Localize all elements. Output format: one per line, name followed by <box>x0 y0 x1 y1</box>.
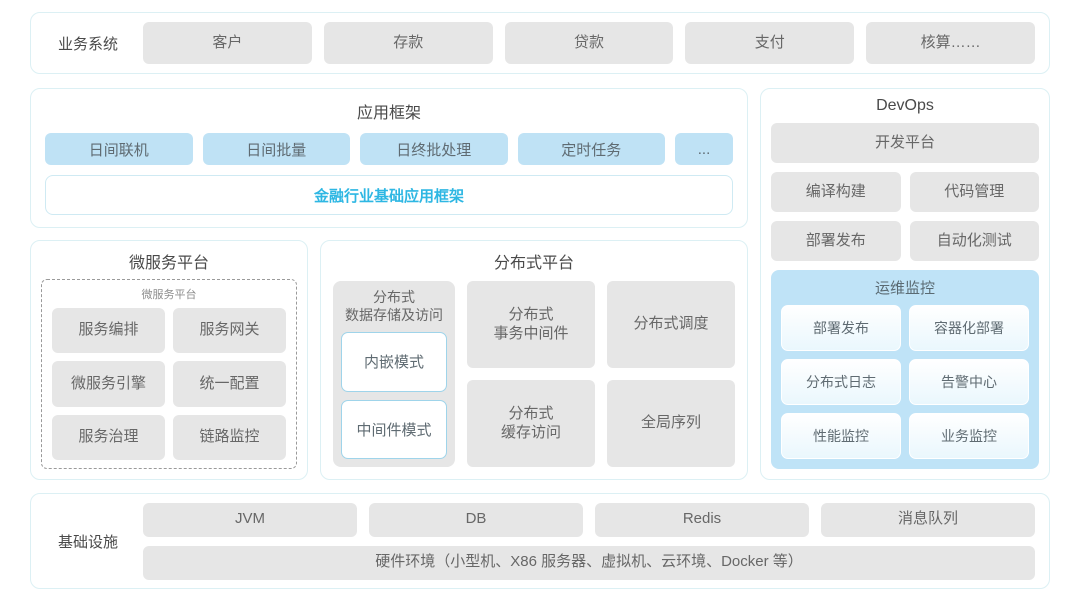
distributed-cell-global-sequence[interactable]: 全局序列 <box>607 380 735 467</box>
ops-item-deploy-release[interactable]: 部署发布 <box>781 305 901 351</box>
distributed-data-storage-header: 分布式 数据存储及访问 <box>341 289 447 324</box>
microservice-item-unified-config[interactable]: 统一配置 <box>173 361 286 407</box>
infrastructure-item-db[interactable]: DB <box>369 502 583 537</box>
ops-item-distributed-log[interactable]: 分布式日志 <box>781 359 901 405</box>
application-framework-title: 应用框架 <box>356 105 421 122</box>
infrastructure-stack: JVM DB Redis 消息队列 硬件环境（小型机、X86 服务器、虚拟机、云… <box>143 502 1035 580</box>
appfw-chip-more[interactable]: ... <box>675 133 733 165</box>
business-system-row: 业务系统 客户 存款 贷款 支付 核算…… <box>30 12 1050 74</box>
infrastructure-item-message-queue[interactable]: 消息队列 <box>821 502 1035 537</box>
microservice-item-governance[interactable]: 服务治理 <box>52 414 165 460</box>
microservice-platform-panel: 微服务平台 微服务平台 服务编排 服务网关 微服务引擎 统一配置 服务治理 链路… <box>30 240 308 480</box>
infrastructure-row: 基础设施 JVM DB Redis 消息队列 硬件环境（小型机、X86 服务器、… <box>30 493 1050 589</box>
distributed-platform-title: 分布式平台 <box>493 255 574 272</box>
devops-item-automated-testing[interactable]: 自动化测试 <box>909 221 1039 261</box>
infrastructure-item-jvm[interactable]: JVM <box>143 502 357 537</box>
infrastructure-items: JVM DB Redis 消息队列 <box>143 502 1035 537</box>
microservice-item-engine[interactable]: 微服务引擎 <box>52 361 165 407</box>
devops-item-compile-build[interactable]: 编译构建 <box>771 172 901 212</box>
ops-monitoring-title: 运维监控 <box>874 280 935 297</box>
devops-column: DevOps 开发平台 编译构建 代码管理 部署发布 自动化测试 运维监控 部署… <box>760 88 1050 480</box>
distributed-cell-transaction-middleware-line1: 分布式 <box>508 305 554 323</box>
business-item-accounting[interactable]: 核算…… <box>866 22 1035 64</box>
ops-monitoring-panel: 运维监控 部署发布 容器化部署 分布式日志 告警中心 性能监控 业务监控 <box>771 270 1039 469</box>
microservice-inner-label: 微服务平台 <box>141 289 197 301</box>
microservice-items-grid: 服务编排 服务网关 微服务引擎 统一配置 服务治理 链路监控 <box>52 308 286 460</box>
distributed-mode-embedded[interactable]: 内嵌模式 <box>341 332 447 392</box>
distributed-storage-modes: 内嵌模式 中间件模式 <box>341 332 447 459</box>
devops-item-deploy-release[interactable]: 部署发布 <box>771 221 901 261</box>
distributed-cell-transaction-middleware-line2: 事务中间件 <box>493 324 569 342</box>
business-item-customer[interactable]: 客户 <box>143 22 312 64</box>
finance-base-framework-band: 金融行业基础应用框架 <box>45 175 733 215</box>
platform-row: 微服务平台 微服务平台 服务编排 服务网关 微服务引擎 统一配置 服务治理 链路… <box>30 240 748 480</box>
devops-dev-platform[interactable]: 开发平台 <box>771 123 1039 163</box>
distributed-cells-grid: 分布式 事务中间件 分布式调度 分布式 缓存访问 <box>467 281 735 467</box>
middle-section: 应用框架 日间联机 日间批量 日终批处理 定时任务 ... 金融行业基础应用框架… <box>30 88 1050 480</box>
ops-monitoring-grid: 部署发布 容器化部署 分布式日志 告警中心 性能监控 业务监控 <box>781 305 1029 459</box>
appfw-chip-eod-batch[interactable]: 日终批处理 <box>360 133 508 165</box>
distributed-cell-scheduling[interactable]: 分布式调度 <box>607 281 735 368</box>
ops-item-performance-monitor[interactable]: 性能监控 <box>781 413 901 459</box>
business-item-loan[interactable]: 贷款 <box>504 22 674 64</box>
infrastructure-item-redis[interactable]: Redis <box>595 502 809 537</box>
devops-item-code-management[interactable]: 代码管理 <box>909 172 1039 212</box>
distributed-body: 分布式 数据存储及访问 内嵌模式 中间件模式 分布式 <box>333 281 735 467</box>
distributed-mode-middleware[interactable]: 中间件模式 <box>341 399 447 459</box>
microservice-item-trace-monitor[interactable]: 链路监控 <box>173 414 286 460</box>
distributed-cell-cache-access[interactable]: 分布式 缓存访问 <box>467 380 595 467</box>
appfw-chip-daytime-online[interactable]: 日间联机 <box>45 133 193 165</box>
ops-item-business-monitor[interactable]: 业务监控 <box>909 413 1029 459</box>
distributed-cell-cache-access-line2: 缓存访问 <box>500 423 561 441</box>
distributed-data-storage-line1: 分布式 <box>373 289 415 305</box>
distributed-cell-cache-access-line1: 分布式 <box>508 404 554 422</box>
infrastructure-label: 基础设施 <box>57 533 118 551</box>
application-framework-chips: 日间联机 日间批量 日终批处理 定时任务 ... <box>45 133 733 165</box>
distributed-data-storage-card[interactable]: 分布式 数据存储及访问 内嵌模式 中间件模式 <box>333 281 455 467</box>
microservice-item-orchestration[interactable]: 服务编排 <box>52 308 165 354</box>
devops-items-grid: 编译构建 代码管理 部署发布 自动化测试 <box>771 172 1039 261</box>
appfw-chip-daytime-batch[interactable]: 日间批量 <box>202 133 350 165</box>
microservice-item-gateway[interactable]: 服务网关 <box>173 308 286 354</box>
business-item-payment[interactable]: 支付 <box>685 22 855 64</box>
application-framework-panel: 应用框架 日间联机 日间批量 日终批处理 定时任务 ... 金融行业基础应用框架 <box>30 88 748 228</box>
distributed-data-storage-line2: 数据存储及访问 <box>345 306 443 323</box>
middle-left-column: 应用框架 日间联机 日间批量 日终批处理 定时任务 ... 金融行业基础应用框架… <box>30 88 748 480</box>
ops-item-containerized-deploy[interactable]: 容器化部署 <box>909 305 1029 351</box>
microservice-dashed-box: 微服务平台 服务编排 服务网关 微服务引擎 统一配置 服务治理 链路监控 <box>41 279 297 469</box>
distributed-platform-panel: 分布式平台 分布式 数据存储及访问 内嵌模式 中间件模式 <box>320 240 748 480</box>
devops-panel: DevOps 开发平台 编译构建 代码管理 部署发布 自动化测试 运维监控 部署… <box>760 88 1050 480</box>
devops-title: DevOps <box>876 97 934 114</box>
microservice-platform-title: 微服务平台 <box>128 255 209 272</box>
infrastructure-hardware-environment[interactable]: 硬件环境（小型机、X86 服务器、虚拟机、云环境、Docker 等） <box>143 545 1035 580</box>
business-item-deposit[interactable]: 存款 <box>323 22 493 64</box>
business-system-label: 业务系统 <box>57 35 118 53</box>
distributed-cell-transaction-middleware[interactable]: 分布式 事务中间件 <box>467 281 595 368</box>
ops-item-alert-center[interactable]: 告警中心 <box>909 359 1029 405</box>
appfw-chip-scheduled-task[interactable]: 定时任务 <box>517 133 665 165</box>
